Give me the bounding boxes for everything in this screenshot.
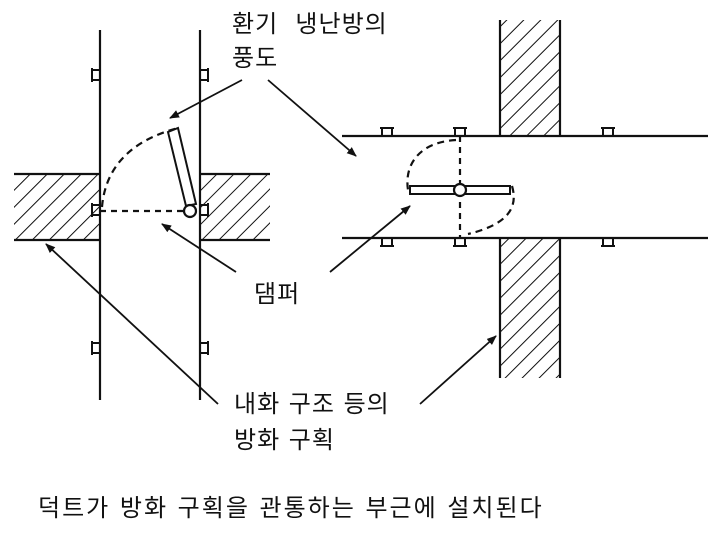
left-flanges [91, 68, 209, 355]
right-fire-wall-bottom [500, 238, 560, 378]
right-damper-swing-arc-left [406, 138, 457, 191]
arrow-damper-right [329, 205, 411, 273]
figure-caption: 덕트가 방화 구획을 관통하는 부근에 설치된다 [38, 494, 544, 522]
right-damper-pivot [452, 182, 468, 198]
left-damper-swing-arc [100, 126, 179, 208]
left-fire-wall-right [200, 174, 270, 240]
arrow-firewall-right [419, 335, 497, 405]
arrow-duct-left [169, 79, 243, 119]
arrow-duct-right [267, 79, 357, 157]
arrow-firewall-left [45, 243, 219, 405]
left-damper-pivot [182, 203, 198, 219]
leader-lines [45, 79, 497, 405]
label-duct-line1: 환기 냉난방의 [232, 10, 388, 38]
label-fire-compartment-line1: 내화 구조 등의 [234, 390, 390, 418]
label-damper: 댐퍼 [254, 280, 301, 308]
right-flanges [380, 127, 615, 247]
label-duct-line2: 풍도 [232, 44, 279, 72]
right-assembly [342, 20, 708, 378]
left-assembly [14, 30, 270, 400]
right-damper-blade [409, 185, 511, 195]
label-fire-compartment-line2: 방화 구획 [234, 426, 335, 454]
right-damper-swing-arc-right [467, 185, 515, 236]
left-damper-blade [166, 126, 198, 208]
right-fire-wall-top [500, 20, 560, 136]
left-fire-wall-left [14, 174, 100, 240]
arrow-damper-left [161, 223, 237, 273]
